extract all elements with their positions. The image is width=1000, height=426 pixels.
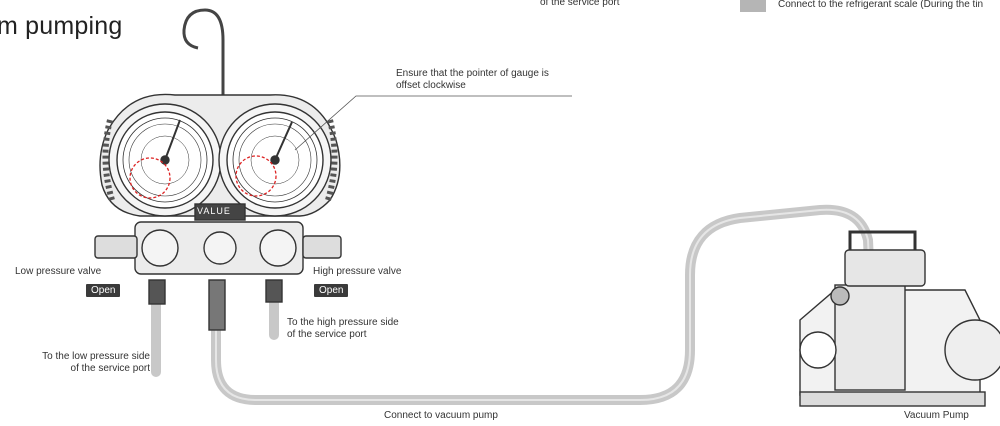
high-valve-state-badge: Open [314,284,349,297]
callout-line [294,95,572,151]
service-port-fragment: of the service port [540,0,620,8]
hanger-hook [182,8,225,98]
scale-swatch [740,0,766,12]
manifold-body [94,203,342,331]
page-title: m pumping [0,12,123,40]
low-side-line2: of the service port [70,363,150,374]
pointer-highlight [129,155,277,199]
manifold-gauge [99,93,341,217]
high-side-line1: To the high pressure side [287,317,399,328]
scale-note: Connect to the refrigerant scale (During… [778,0,984,10]
high-side-line2: of the service port [287,329,367,340]
manifold-brand: VALUE [197,206,231,216]
gauge-note-line2: offset clockwise [396,80,466,91]
hose-label: Connect to vacuum pump [384,410,498,421]
pump-label: Vacuum Pump [904,410,969,421]
gauge-note-line1: Ensure that the pointer of gauge is [396,68,549,79]
high-valve-label: High pressure valve [313,266,402,277]
low-valve-state-badge: Open [86,284,121,297]
low-valve-label: Low pressure valve [15,266,102,277]
low-side-line1: To the low pressure side [42,351,150,362]
vacuum-pump-drawing [799,230,1000,407]
